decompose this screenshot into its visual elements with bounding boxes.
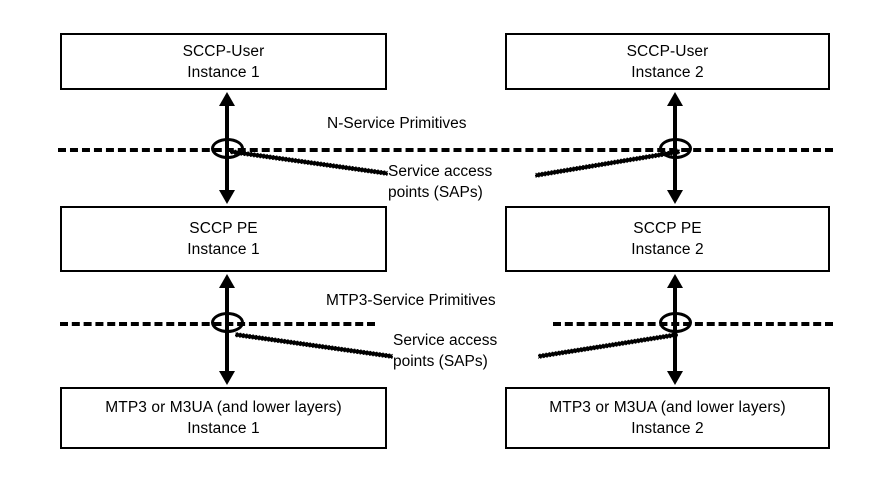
box-sccp-pe-1-line1: SCCP PE: [189, 220, 258, 237]
arrow-head-down-icon: [667, 190, 683, 204]
label-mtp3-service-primitives: MTP3-Service Primitives: [326, 292, 496, 309]
label-sap-upper-line2: points (SAPs): [388, 184, 483, 201]
sap-ellipse-icon-upper-right: [659, 138, 692, 159]
box-sccp-user-1: SCCP-User Instance 1: [60, 33, 387, 90]
label-sap-upper: Service access points (SAPs): [388, 161, 492, 203]
arrow-head-down-icon: [219, 371, 235, 385]
leader-line-lower-right: [537, 331, 679, 360]
arrow-head-down-icon: [667, 371, 683, 385]
box-sccp-pe-2: SCCP PE Instance 2: [505, 206, 830, 272]
label-sap-lower: Service access points (SAPs): [393, 330, 497, 372]
leader-line-upper-left: [229, 148, 389, 177]
box-sccp-pe-1: SCCP PE Instance 1: [60, 206, 387, 272]
sap-ellipse-icon-upper-left: [211, 138, 244, 159]
upper-layer-boundary-line: [58, 148, 833, 152]
box-sccp-pe-1-line2: Instance 1: [187, 241, 260, 258]
box-sccp-pe-2-line2: Instance 2: [631, 241, 704, 258]
sap-ellipse-icon-lower-left: [211, 312, 244, 333]
box-mtp3-1-line2: Instance 1: [187, 420, 260, 437]
sap-ellipse-icon-lower-right: [659, 312, 692, 333]
leader-wedge: [534, 148, 681, 179]
box-sccp-user-2-line1: SCCP-User: [626, 42, 709, 60]
box-mtp3-2-line2: Instance 2: [631, 420, 704, 437]
box-mtp3-1: MTP3 or M3UA (and lower layers) Instance…: [60, 387, 387, 449]
label-sap-upper-line1: Service access: [388, 163, 493, 180]
leader-wedge: [234, 331, 394, 360]
box-sccp-user-1-line2: Instance 1: [187, 63, 260, 81]
lower-layer-boundary-line-right: [553, 322, 833, 326]
box-mtp3-2-line1: MTP3 or M3UA (and lower layers): [549, 399, 786, 416]
box-sccp-user-1-line1: SCCP-User: [182, 42, 265, 60]
box-sccp-pe-2-line1: SCCP PE: [633, 220, 702, 237]
leader-line-upper-right: [534, 148, 681, 179]
box-sccp-user-2: SCCP-User Instance 2: [505, 33, 830, 90]
leader-wedge: [229, 148, 389, 177]
box-sccp-user-2-line2: Instance 2: [631, 63, 704, 81]
leader-line-lower-left: [234, 331, 394, 360]
label-sap-lower-line1: Service access: [393, 332, 498, 349]
box-mtp3-1-line1: MTP3 or M3UA (and lower layers): [105, 399, 342, 416]
box-mtp3-2: MTP3 or M3UA (and lower layers) Instance…: [505, 387, 830, 449]
label-sap-lower-line2: points (SAPs): [393, 353, 488, 370]
leader-wedge: [537, 331, 679, 360]
label-n-service-primitives: N-Service Primitives: [327, 115, 467, 132]
arrow-head-down-icon: [219, 190, 235, 204]
